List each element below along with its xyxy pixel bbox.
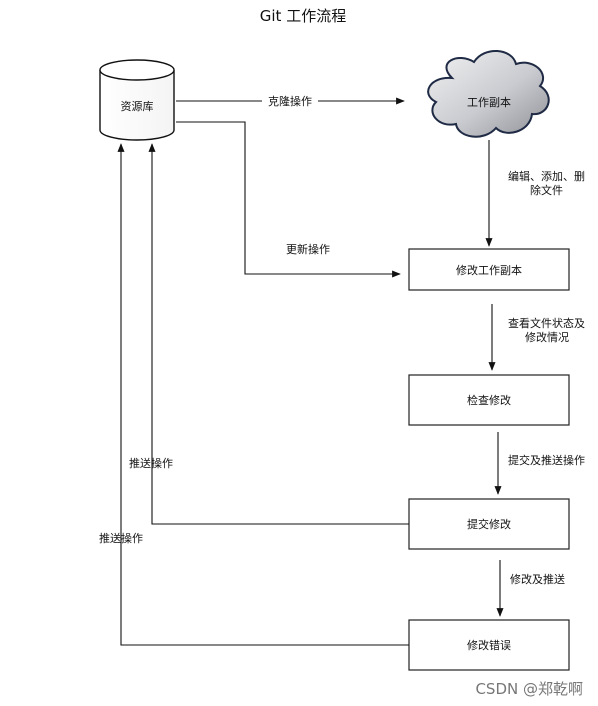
edit-files-label-line1: 编辑、添加、删: [508, 169, 585, 183]
fix-push-label: 修改及推送: [510, 572, 565, 586]
check-changes-label: 检查修改: [467, 393, 511, 407]
push-inner-label: 推送操作: [129, 456, 173, 470]
update-arrow: [176, 121, 401, 278]
push-inner-arrow: [148, 143, 409, 525]
fix-errors-node: 修改错误: [408, 619, 570, 671]
commit-push-label: 提交及推送操作: [508, 453, 585, 467]
view-status-label-line1: 查看文件状态及: [508, 316, 585, 330]
fix-errors-label: 修改错误: [467, 638, 511, 652]
push-outer-arrow: [117, 143, 409, 646]
modify-working-copy-label: 修改工作副本: [456, 263, 522, 277]
csdn-watermark: CSDN @郑乾啊: [475, 680, 583, 698]
working-copy-node: 工作副本: [427, 50, 550, 138]
view-status-label-line2: 修改情况: [525, 330, 569, 344]
edit-files-label-line2: 除文件: [530, 183, 563, 197]
commit-changes-label: 提交修改: [467, 517, 511, 531]
clone-label: 克隆操作: [268, 94, 312, 108]
modify-working-copy-node: 修改工作副本: [408, 248, 570, 291]
check-changes-node: 检查修改: [408, 374, 570, 426]
working-copy-label: 工作副本: [467, 95, 511, 109]
diagram-title: Git 工作流程: [260, 7, 346, 25]
push-outer-label: 推送操作: [99, 531, 143, 545]
repository-node: 资源库: [99, 59, 175, 141]
repository-label: 资源库: [121, 99, 154, 113]
commit-changes-node: 提交修改: [408, 498, 570, 550]
update-label: 更新操作: [286, 242, 330, 256]
